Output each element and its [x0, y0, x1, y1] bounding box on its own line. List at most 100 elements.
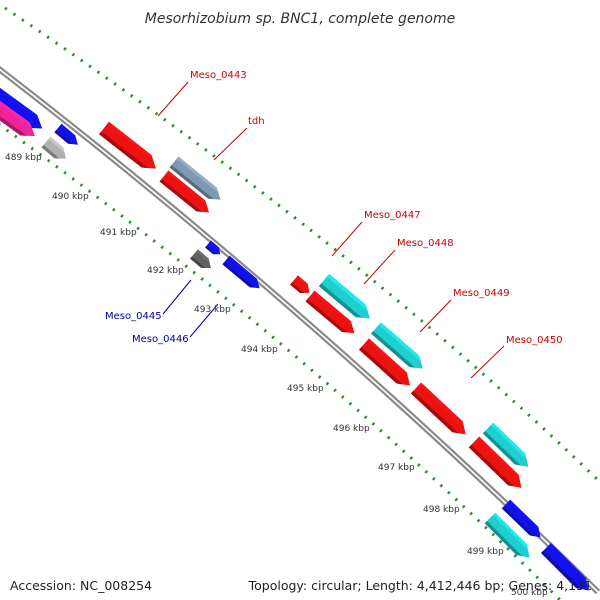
feature-blue-shadow	[54, 130, 73, 145]
feature-steel-tdh	[169, 156, 221, 200]
feature-blue-shadow	[501, 506, 535, 537]
leader-line	[363, 249, 396, 285]
feature-cyan-meso-0447-arrow	[318, 273, 370, 319]
feature-steel-tdh-arrow	[169, 156, 221, 200]
feature-grey	[41, 136, 66, 159]
feature-red-meso-0448-arrow	[305, 290, 355, 334]
map-title: Mesorhizobium sp. BNC1, complete genome	[145, 11, 456, 27]
feature-cyan-meso-0450	[482, 422, 529, 467]
feature-red-highlight	[166, 170, 208, 206]
tick-label: 496 kbp	[333, 424, 370, 434]
accession-text: Accession: NC_008254	[10, 578, 153, 593]
tick-label: 495 kbp	[287, 384, 324, 394]
feature-red-meso-0448-shadow	[305, 298, 348, 333]
feature-cyan-meso-0447	[318, 273, 370, 319]
feature-blue-shadow	[541, 550, 582, 590]
feature-cyan-meso-0449-highlight	[378, 322, 421, 362]
feature-blue-meso-0445-shadow	[205, 245, 217, 255]
leader-line	[189, 303, 219, 338]
feature-red-meso-0443	[99, 121, 157, 169]
feature-red-highlight	[366, 338, 409, 379]
feature-dark-grey-arrow	[190, 249, 211, 269]
feature-pink-arrow	[0, 95, 35, 137]
feature-cyan-meso-0449	[371, 322, 423, 369]
feature-red-shadow	[159, 178, 203, 212]
feature-blue-meso-0445	[205, 240, 221, 255]
feature-red	[159, 170, 210, 213]
feature-cyan-arrow	[484, 512, 530, 558]
feature-cyan-meso-0449-arrow	[371, 322, 423, 369]
feature-red-arrow	[410, 382, 466, 435]
feature-cyan-meso-0447-shadow	[318, 283, 363, 318]
feature-blue	[54, 123, 78, 145]
feature-cyan-meso-0450-arrow	[482, 422, 529, 467]
gene-label: Meso_0445	[105, 311, 162, 322]
tick-label: 494 kbp	[241, 345, 278, 355]
feature-red-shadow	[290, 282, 305, 293]
feature-red-shadow	[358, 347, 403, 385]
feature-red	[358, 338, 411, 386]
feature-blue-highlight	[548, 543, 588, 584]
gene-label: Meso_0448	[397, 238, 454, 249]
tick-label: 491 kbp	[100, 228, 137, 238]
feature-blue-arrow	[541, 543, 589, 591]
tick-label: 497 kbp	[378, 463, 415, 473]
feature-blue-meso-0446-arrow	[222, 255, 260, 289]
feature-grey-highlight	[48, 136, 65, 153]
tick-label: 500 kbp	[511, 588, 548, 598]
feature-blue-meso-0446	[222, 255, 260, 289]
feature-red	[410, 382, 466, 435]
scale-tick-labels: 489 kbp 490 kbp 491 kbp 492 kbp 493 kbp …	[5, 153, 548, 598]
feature-cyan-shadow	[484, 520, 523, 557]
leader-line	[331, 221, 363, 257]
feature-blue-highlight	[508, 499, 540, 532]
feature-steel-tdh-highlight	[176, 156, 219, 194]
feature-blue-highlight	[59, 123, 77, 140]
feature-red	[468, 436, 522, 488]
label-leader-lines	[157, 81, 505, 379]
feature-steel-tdh-shadow	[169, 164, 214, 200]
gene-labels: Meso_0443 tdh Meso_0447 Meso_0448 Meso_0…	[105, 70, 563, 346]
dotted-guide-line	[0, 123, 562, 600]
dotted-guide-lines	[0, 6, 600, 600]
feature-cyan	[484, 512, 530, 558]
feature-blue	[501, 499, 541, 538]
leader-line	[213, 127, 248, 161]
feature-red-meso-0443-arrow	[99, 121, 157, 169]
feature-blue-arrow	[0, 85, 43, 129]
gene-label: Meso_0447	[364, 210, 421, 221]
leader-line	[162, 279, 192, 315]
feature-red-arrow	[468, 436, 522, 488]
tick-label: 492 kbp	[147, 266, 184, 276]
feature-grey-arrow	[41, 136, 66, 159]
feature-grey-shadow	[41, 144, 60, 159]
feature-blue-meso-0446-highlight	[227, 255, 259, 284]
feature-blue-meso-0445-highlight	[209, 240, 220, 251]
feature-pink-shadow	[0, 105, 27, 136]
feature-dark-grey-highlight	[196, 249, 210, 263]
feature-cyan-meso-0447-highlight	[326, 273, 368, 311]
gene-label: Meso_0446	[132, 334, 189, 345]
leader-line	[419, 299, 452, 333]
feature-red-highlight	[476, 436, 520, 481]
feature-red-meso-0448	[305, 290, 355, 334]
tick-label: 498 kbp	[423, 505, 460, 515]
feature-cyan-highlight	[492, 512, 529, 551]
feature-red-arrow	[159, 170, 210, 213]
feature-red-shadow	[468, 444, 515, 487]
gene-label: tdh	[248, 116, 265, 127]
tick-label: 493 kbp	[194, 305, 231, 315]
feature-cyan-meso-0449-shadow	[371, 331, 416, 368]
feature-red-highlight	[296, 275, 309, 288]
feature-red-highlight	[418, 382, 465, 428]
feature-red-shadow	[410, 391, 459, 434]
feature-cyan-meso-0450-shadow	[482, 430, 521, 466]
dotted-guide-line	[4, 6, 600, 484]
feature-red-meso-0443-highlight	[106, 121, 154, 162]
tick-label: 489 kbp	[5, 153, 42, 163]
feature-red	[290, 275, 310, 293]
feature-red-meso-0443-shadow	[99, 131, 149, 169]
gene-features	[0, 85, 589, 591]
feature-blue	[541, 543, 589, 591]
